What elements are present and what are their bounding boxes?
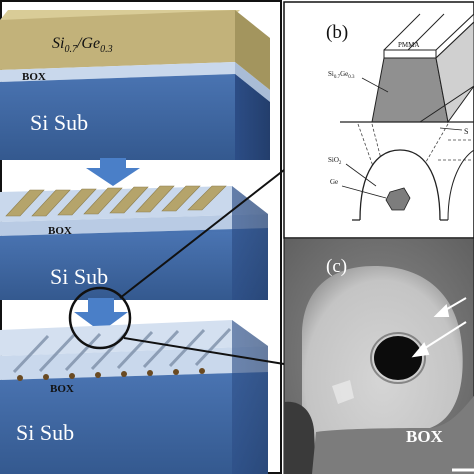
process-arrow-2 [74, 298, 128, 332]
zoom-connectors [119, 169, 285, 365]
zoom-circle [68, 286, 132, 350]
sige-stripes [5, 185, 227, 217]
pmma-cap [383, 49, 437, 59]
sige-label-b: Si0.7Ge0.3 [328, 70, 355, 80]
stack-1: Si0.7/Ge0.3 BOX Si Sub [0, 10, 270, 160]
sio2-label: SiO2 [328, 156, 342, 166]
panel-c-label: (c) [326, 256, 347, 277]
box-label-3: BOX [50, 383, 74, 395]
ge-dots [17, 368, 205, 381]
si-sub-3-side [232, 320, 268, 474]
oxide-dome [359, 149, 441, 221]
pmma-label: PMMA [398, 41, 419, 49]
box-label-1: BOX [22, 71, 46, 83]
si-sub-label-1: Si Sub [30, 110, 88, 135]
si-sub-1-side [235, 74, 270, 160]
si-label-b: S [464, 127, 468, 136]
box-label-2: BOX [48, 225, 72, 237]
process-arrow-1 [86, 158, 140, 186]
sige-side [235, 10, 270, 90]
panel-b: (b) PMMA Si0.7Ge0.3 S SiO2 Ge [283, 1, 474, 239]
bright-facet [332, 380, 354, 404]
box-top-face-3 [0, 320, 268, 356]
si-sub-3 [0, 372, 268, 474]
panel-a: Si0.7/Ge0.3 BOX Si Sub [0, 0, 282, 474]
panel-c: (c) BOX [283, 237, 474, 474]
pmma-cap-side [435, 13, 474, 60]
si-sub-label-2: Si Sub [50, 264, 108, 289]
sige-layer [0, 10, 235, 70]
ridge-side [435, 21, 474, 124]
stack-3: BOX Si Sub [0, 320, 268, 474]
projection-lines [357, 123, 474, 187]
ge-dot [385, 187, 411, 211]
ge-nanodot [374, 336, 422, 380]
tem-arrows [411, 297, 467, 358]
si-sub-label-3: Si Sub [16, 420, 74, 445]
box-label-c: BOX [406, 427, 444, 446]
sige-label: Si0.7/Ge0.3 [52, 35, 113, 55]
box-region [312, 396, 474, 474]
box-layer-2 [0, 214, 268, 236]
panel-b-label: (b) [326, 22, 348, 43]
dark-edge-left [284, 401, 316, 474]
si-sub-2-side [232, 186, 268, 300]
box-layer-1-side [235, 62, 270, 102]
si-sub-1 [0, 74, 270, 160]
ge-label: Ge [330, 178, 338, 186]
box-layer-1 [0, 62, 235, 82]
sige-ridge [371, 57, 449, 123]
stack-2: BOX Si Sub [0, 185, 268, 300]
